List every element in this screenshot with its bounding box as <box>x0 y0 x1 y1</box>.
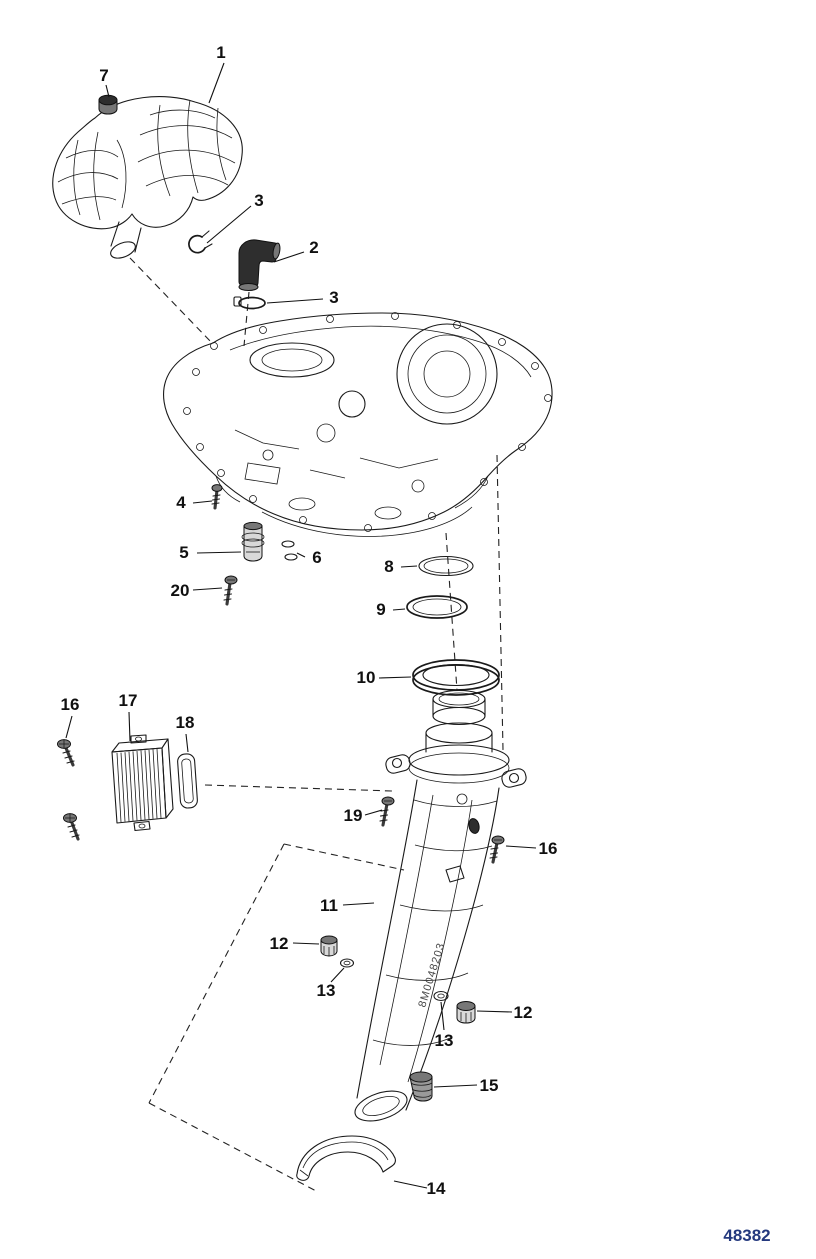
callout-3-lower: 3 <box>329 288 339 307</box>
part-mount-screws <box>379 796 505 864</box>
o-ring-part-9 <box>406 595 468 619</box>
anode-bolt-upper <box>57 739 75 767</box>
callout-2: 2 <box>309 238 319 257</box>
hose-clamp-upper <box>188 230 213 254</box>
cap-part-7 <box>98 94 118 115</box>
part-air-duct <box>52 94 243 259</box>
washer-part-13-right <box>433 990 449 1002</box>
figure-number: 48382 <box>723 1226 771 1245</box>
leader-lines <box>65 62 537 1189</box>
fitting-part-5 <box>241 521 265 562</box>
anode-bolt-lower <box>63 813 80 841</box>
callout-9: 9 <box>376 600 386 619</box>
callout-3-upper: 3 <box>254 191 264 210</box>
callout-8: 8 <box>384 557 394 576</box>
callout-12-right: 12 <box>513 1003 533 1022</box>
bushing-part-12-left <box>320 935 338 957</box>
callout-11: 11 <box>320 896 338 915</box>
anode-plate-part-17 <box>111 734 174 832</box>
callout-13-right: 13 <box>434 1031 454 1050</box>
callout-1: 1 <box>216 43 226 62</box>
callout-10: 10 <box>356 668 376 687</box>
o-ring-part-8 <box>418 555 474 577</box>
part-seal-rings <box>406 555 500 696</box>
ring-part-10 <box>412 659 500 696</box>
screw-part-19 <box>379 796 395 827</box>
stud-part-4 <box>211 484 223 510</box>
tube-part-marking: 8M0048203 <box>416 941 447 1009</box>
part-grommet-15 <box>409 1071 433 1102</box>
screw-part-20 <box>223 575 238 606</box>
washer-part-13-left <box>339 958 355 968</box>
callout-4: 4 <box>176 493 186 512</box>
part-anode-kit <box>57 734 198 841</box>
callout-16-left: 16 <box>60 695 80 714</box>
part-small-fittings <box>211 484 298 606</box>
callout-7: 7 <box>99 66 109 85</box>
part-driveshaft-housing: 8M0048203 <box>354 689 527 1122</box>
elbow-fitting <box>238 239 281 291</box>
callout-19: 19 <box>343 806 363 825</box>
part-adapter-plate <box>163 312 553 537</box>
callout-14: 14 <box>426 1179 446 1198</box>
flange-ear-right <box>501 768 527 788</box>
part-bushings-washers <box>320 935 476 1024</box>
part-lower-seal-14 <box>296 1135 396 1181</box>
callout-17: 17 <box>118 691 138 710</box>
part-elbow-and-clamps <box>188 230 281 310</box>
o-rings-part-6 <box>281 540 298 561</box>
callout-5: 5 <box>179 543 189 562</box>
callout-20: 20 <box>170 581 190 600</box>
plate-bolt-holes <box>183 312 552 532</box>
bushing-part-12-right <box>456 1001 476 1024</box>
callout-12-left: 12 <box>269 934 289 953</box>
callout-15: 15 <box>479 1076 499 1095</box>
gasket-part-18 <box>177 753 198 809</box>
callout-6: 6 <box>312 548 322 567</box>
callout-16-right: 16 <box>538 839 558 858</box>
callout-13-left: 13 <box>316 981 336 1000</box>
hose-clamp-lower <box>233 296 266 310</box>
flange-ear-left <box>385 754 411 774</box>
callout-18: 18 <box>175 713 195 732</box>
screw-part-16-right <box>489 835 505 864</box>
